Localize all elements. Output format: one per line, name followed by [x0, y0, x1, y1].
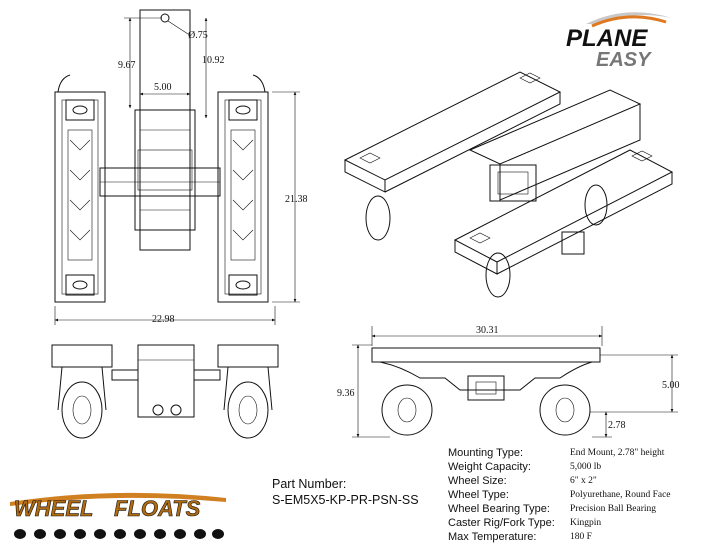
top-view-drawing [54, 9, 300, 325]
spec-label: Wheel Type: [448, 489, 509, 501]
spec-label: Max Temperature: [448, 531, 537, 543]
isometric-view-drawing [343, 71, 674, 298]
wheel-floats-word1: WHEEL [14, 496, 93, 521]
side-view-drawing [352, 326, 678, 438]
dim-side-height: 21.38 [285, 194, 308, 205]
spec-label: Weight Capacity: [448, 461, 531, 473]
dim-iso-length: 30.31 [476, 325, 499, 336]
dim-side-view-height: 9.36 [337, 388, 355, 399]
part-number-block: Part Number: S-EM5X5-KP-PR-PSN-SS [272, 476, 419, 508]
spec-row: Max Temperature: 180 F [448, 530, 703, 544]
spec-row: Wheel Type: Polyurethane, Round Face [448, 488, 703, 502]
spec-label: Mounting Type: [448, 447, 524, 459]
dim-side-view-mount: 5.00 [662, 380, 680, 391]
spec-row: Wheel Size: 6" x 2" [448, 474, 703, 488]
spec-row: Caster Rig/Fork Type: Kingpin [448, 516, 703, 530]
spec-label: Wheel Bearing Type: [448, 503, 550, 515]
spec-table: Mounting Type: End Mount, 2.78" height We… [448, 446, 703, 544]
spec-label: Wheel Size: [448, 475, 507, 487]
plane-easy-logo: PLANE EASY [566, 12, 672, 70]
wheel-row-icon [14, 529, 224, 539]
spec-value: 180 F [570, 532, 592, 542]
spec-value: 6" x 2" [570, 476, 597, 486]
front-view-drawing [51, 344, 279, 439]
wheel-floats-logo: WHEEL FLOATS [10, 492, 226, 539]
spec-value: 5,000 lb [570, 462, 602, 472]
spec-row: Mounting Type: End Mount, 2.78" height [448, 446, 703, 460]
spec-row: Weight Capacity: 5,000 lb [448, 460, 703, 474]
dim-overall-width: 22.98 [152, 314, 175, 325]
dim-top-height: 9.67 [118, 60, 136, 71]
dim-side-view-low: 2.78 [608, 420, 626, 431]
spec-label: Caster Rig/Fork Type: [448, 517, 555, 529]
part-number-value: S-EM5X5-KP-PR-PSN-SS [272, 493, 419, 507]
spec-value: Precision Ball Bearing [570, 504, 657, 514]
spec-row: Wheel Bearing Type: Precision Ball Bearin… [448, 502, 703, 516]
dim-pad-width: 5.00 [154, 82, 172, 93]
spec-value: Polyurethane, Round Face [570, 490, 671, 500]
wheel-floats-word2: FLOATS [114, 496, 201, 521]
part-number-label: Part Number: [272, 477, 347, 491]
plane-easy-word2: EASY [596, 49, 652, 70]
plane-easy-word1: PLANE [566, 25, 648, 52]
dim-hole-diameter: Ø.75 [188, 30, 208, 41]
spec-value: End Mount, 2.78" height [570, 448, 665, 458]
dim-top-height-full: 10.92 [202, 55, 225, 66]
spec-value: Kingpin [570, 518, 602, 528]
